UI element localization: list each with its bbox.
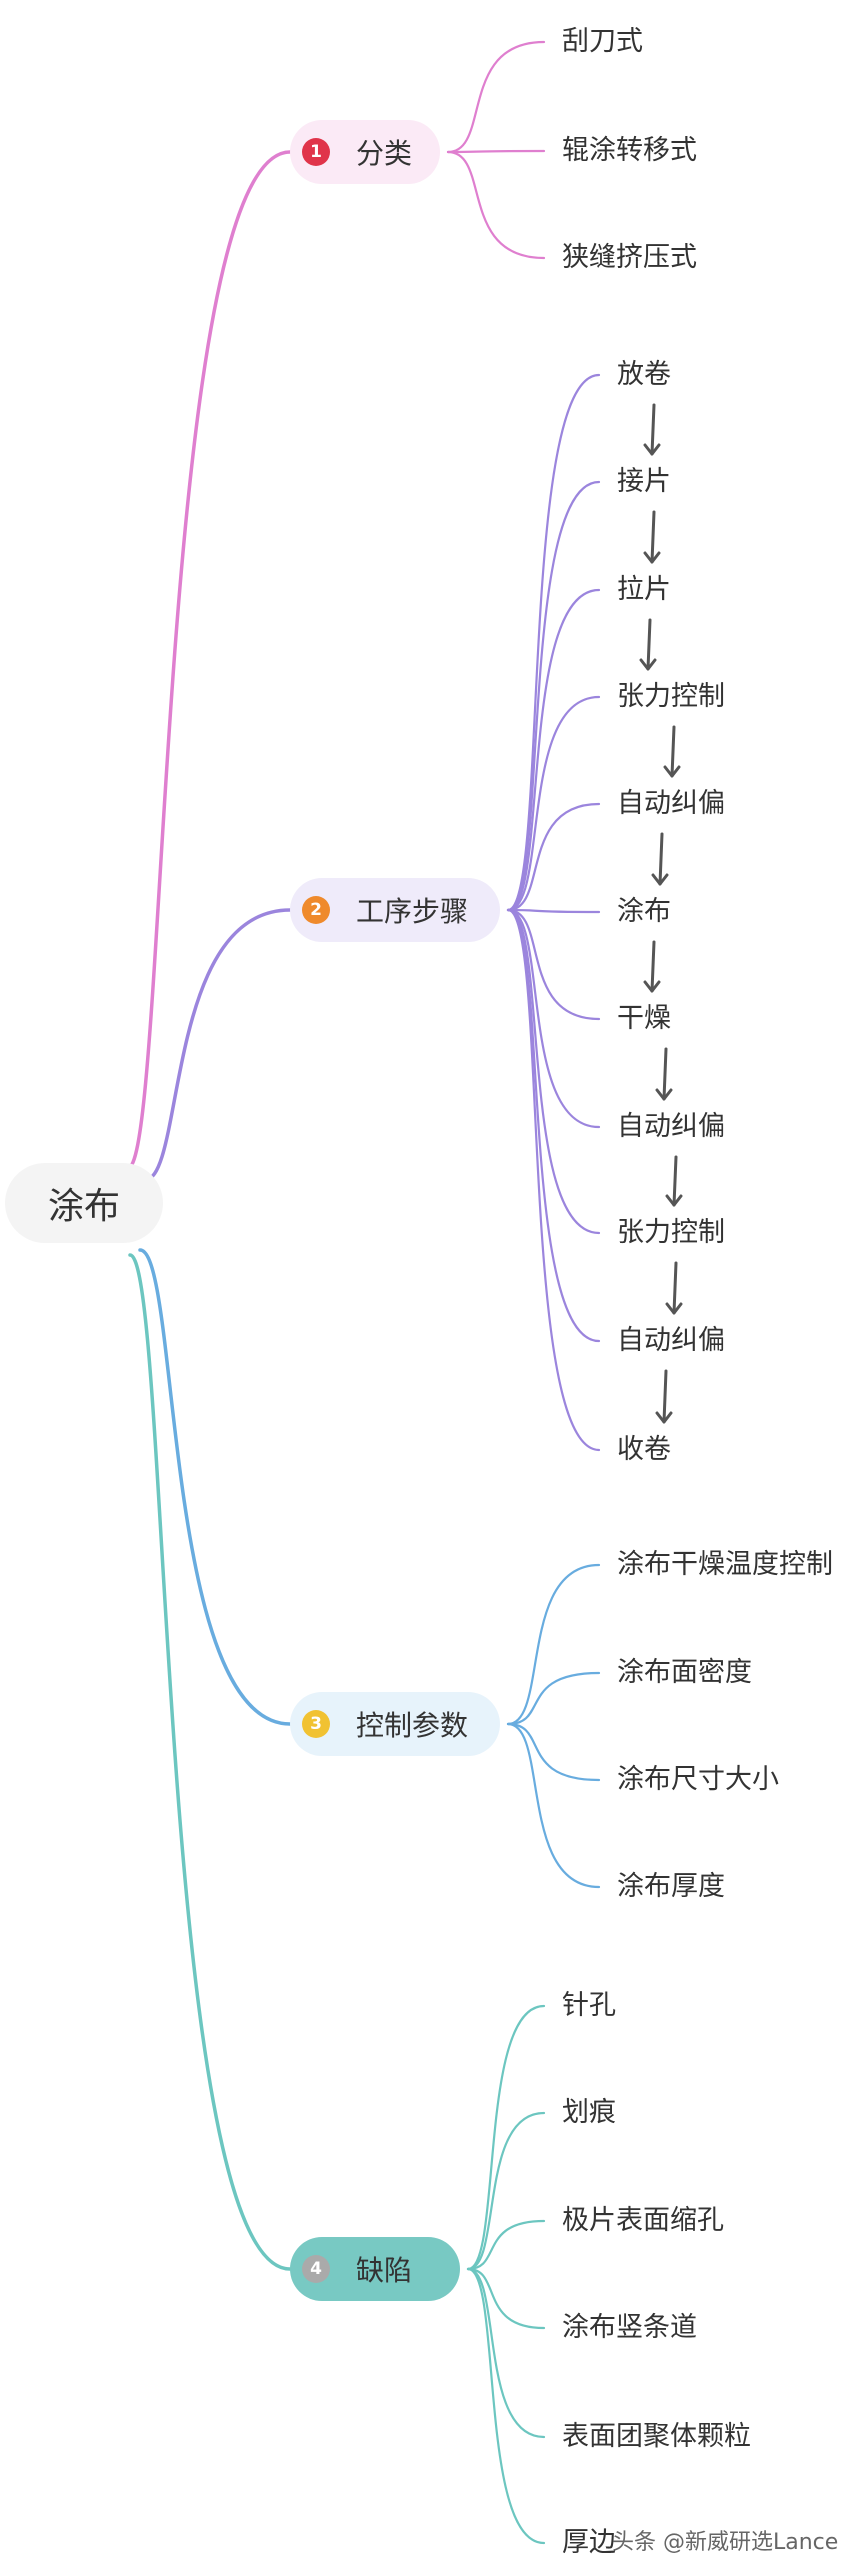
leaf-node[interactable]: 自动纠偏 bbox=[617, 1325, 725, 1356]
leaf-node[interactable]: 极片表面缩孔 bbox=[562, 2205, 724, 2236]
leaf-node[interactable]: 划痕 bbox=[562, 2097, 616, 2128]
connector-line bbox=[506, 802, 601, 912]
connector-line bbox=[506, 908, 601, 1343]
connector-line bbox=[466, 2267, 546, 2439]
connector-line bbox=[506, 695, 601, 912]
connector-line bbox=[506, 908, 601, 914]
root-node[interactable]: 涂布 bbox=[5, 1163, 163, 1243]
connector-line bbox=[506, 480, 601, 912]
badge-1-icon: 1 bbox=[302, 138, 330, 166]
connector-line bbox=[506, 908, 601, 1235]
leaf-node[interactable]: 张力控制 bbox=[617, 681, 725, 712]
connector-line bbox=[466, 2004, 546, 2271]
down-arrow-icon bbox=[651, 832, 669, 886]
down-arrow-icon bbox=[643, 510, 661, 564]
connector-line bbox=[506, 373, 601, 912]
connector-line bbox=[143, 908, 292, 1182]
leaf-node[interactable]: 涂布 bbox=[617, 896, 671, 927]
leaf-node[interactable]: 收卷 bbox=[617, 1434, 671, 1465]
leaf-node[interactable]: 自动纠偏 bbox=[617, 1111, 725, 1142]
leaf-node[interactable]: 拉片 bbox=[617, 574, 671, 605]
connector-line bbox=[506, 588, 601, 912]
leaf-node[interactable]: 涂布尺寸大小 bbox=[617, 1764, 779, 1795]
leaf-node[interactable]: 辊涂转移式 bbox=[562, 135, 697, 166]
leaf-node[interactable]: 表面团聚体颗粒 bbox=[562, 2421, 751, 2452]
connector-line bbox=[446, 149, 546, 154]
connector-line bbox=[506, 1722, 601, 1782]
leaf-node[interactable]: 厚边 bbox=[562, 2527, 616, 2558]
down-arrow-icon bbox=[643, 403, 661, 456]
connector-line bbox=[506, 1671, 601, 1726]
watermark: 头条 @新威研选Lance bbox=[612, 2530, 839, 2555]
connector-line bbox=[506, 908, 601, 1021]
leaf-node[interactable]: 放卷 bbox=[617, 359, 671, 390]
branch-label: 控制参数 bbox=[356, 1709, 469, 1742]
connector-line bbox=[506, 908, 601, 1129]
connector-line bbox=[446, 40, 546, 154]
branch-node-classification[interactable]: 1 分类 bbox=[290, 120, 440, 184]
leaf-node[interactable]: 自动纠偏 bbox=[617, 788, 725, 819]
down-arrow-icon bbox=[639, 618, 657, 671]
branch-node-process-steps[interactable]: 2 工序步骤 bbox=[290, 878, 500, 942]
leaf-node[interactable]: 张力控制 bbox=[617, 1217, 725, 1248]
connector-line bbox=[138, 1248, 292, 1726]
down-arrow-icon bbox=[665, 1261, 683, 1315]
connector-line bbox=[446, 150, 546, 260]
down-arrow-icon bbox=[665, 1155, 683, 1207]
badge-4-icon: 4 bbox=[302, 2255, 330, 2283]
connector-line bbox=[126, 150, 292, 1170]
leaf-node[interactable]: 狭缝挤压式 bbox=[562, 242, 697, 273]
leaf-node[interactable]: 涂布厚度 bbox=[617, 1871, 725, 1902]
leaf-node[interactable]: 干燥 bbox=[617, 1003, 671, 1034]
connector-line bbox=[466, 2219, 546, 2271]
connector-line bbox=[506, 1563, 601, 1726]
connector-line bbox=[506, 1722, 601, 1889]
leaf-node[interactable]: 刮刀式 bbox=[562, 26, 643, 57]
down-arrow-icon bbox=[663, 725, 681, 778]
connector-line bbox=[506, 908, 601, 1452]
connector-line bbox=[466, 2267, 546, 2330]
connector-line bbox=[466, 2111, 546, 2271]
root-label: 涂布 bbox=[47, 1186, 120, 1227]
branch-label: 分类 bbox=[356, 137, 413, 170]
leaf-node[interactable]: 涂布干燥温度控制 bbox=[617, 1549, 833, 1580]
badge-3-icon: 3 bbox=[302, 1710, 330, 1738]
branch-label: 缺陷 bbox=[356, 2254, 413, 2287]
badge-2-icon: 2 bbox=[302, 896, 330, 924]
branch-node-control-params[interactable]: 3 控制参数 bbox=[290, 1692, 500, 1756]
leaf-node[interactable]: 接片 bbox=[617, 466, 671, 497]
connector-line bbox=[128, 1253, 292, 2271]
leaf-node[interactable]: 涂布竖条道 bbox=[562, 2312, 697, 2343]
down-arrow-icon bbox=[655, 1369, 673, 1424]
down-arrow-icon bbox=[655, 1047, 673, 1101]
branch-label: 工序步骤 bbox=[356, 895, 469, 928]
branch-node-defects[interactable]: 4 缺陷 bbox=[290, 2237, 460, 2301]
down-arrow-icon bbox=[643, 940, 661, 993]
leaf-node[interactable]: 涂布面密度 bbox=[617, 1657, 752, 1688]
connector-line bbox=[466, 2267, 546, 2545]
leaf-node[interactable]: 针孔 bbox=[562, 1990, 616, 2021]
